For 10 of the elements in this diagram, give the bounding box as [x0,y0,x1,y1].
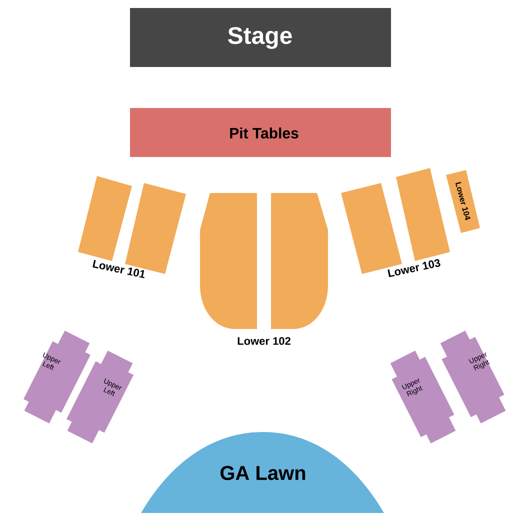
stage: Stage [130,8,391,67]
seating-section [200,193,257,329]
seating-section [271,193,328,329]
section-label: Lower 102 [238,337,290,345]
seating-section: Lower 104 [446,170,480,233]
section-label: Lower 103 [388,259,440,278]
seating-section [78,176,132,261]
lawn-area: GA Lawn [141,432,384,513]
section-label: Lower 101 [92,260,144,278]
pit-tables-section: Pit Tables [130,108,391,157]
